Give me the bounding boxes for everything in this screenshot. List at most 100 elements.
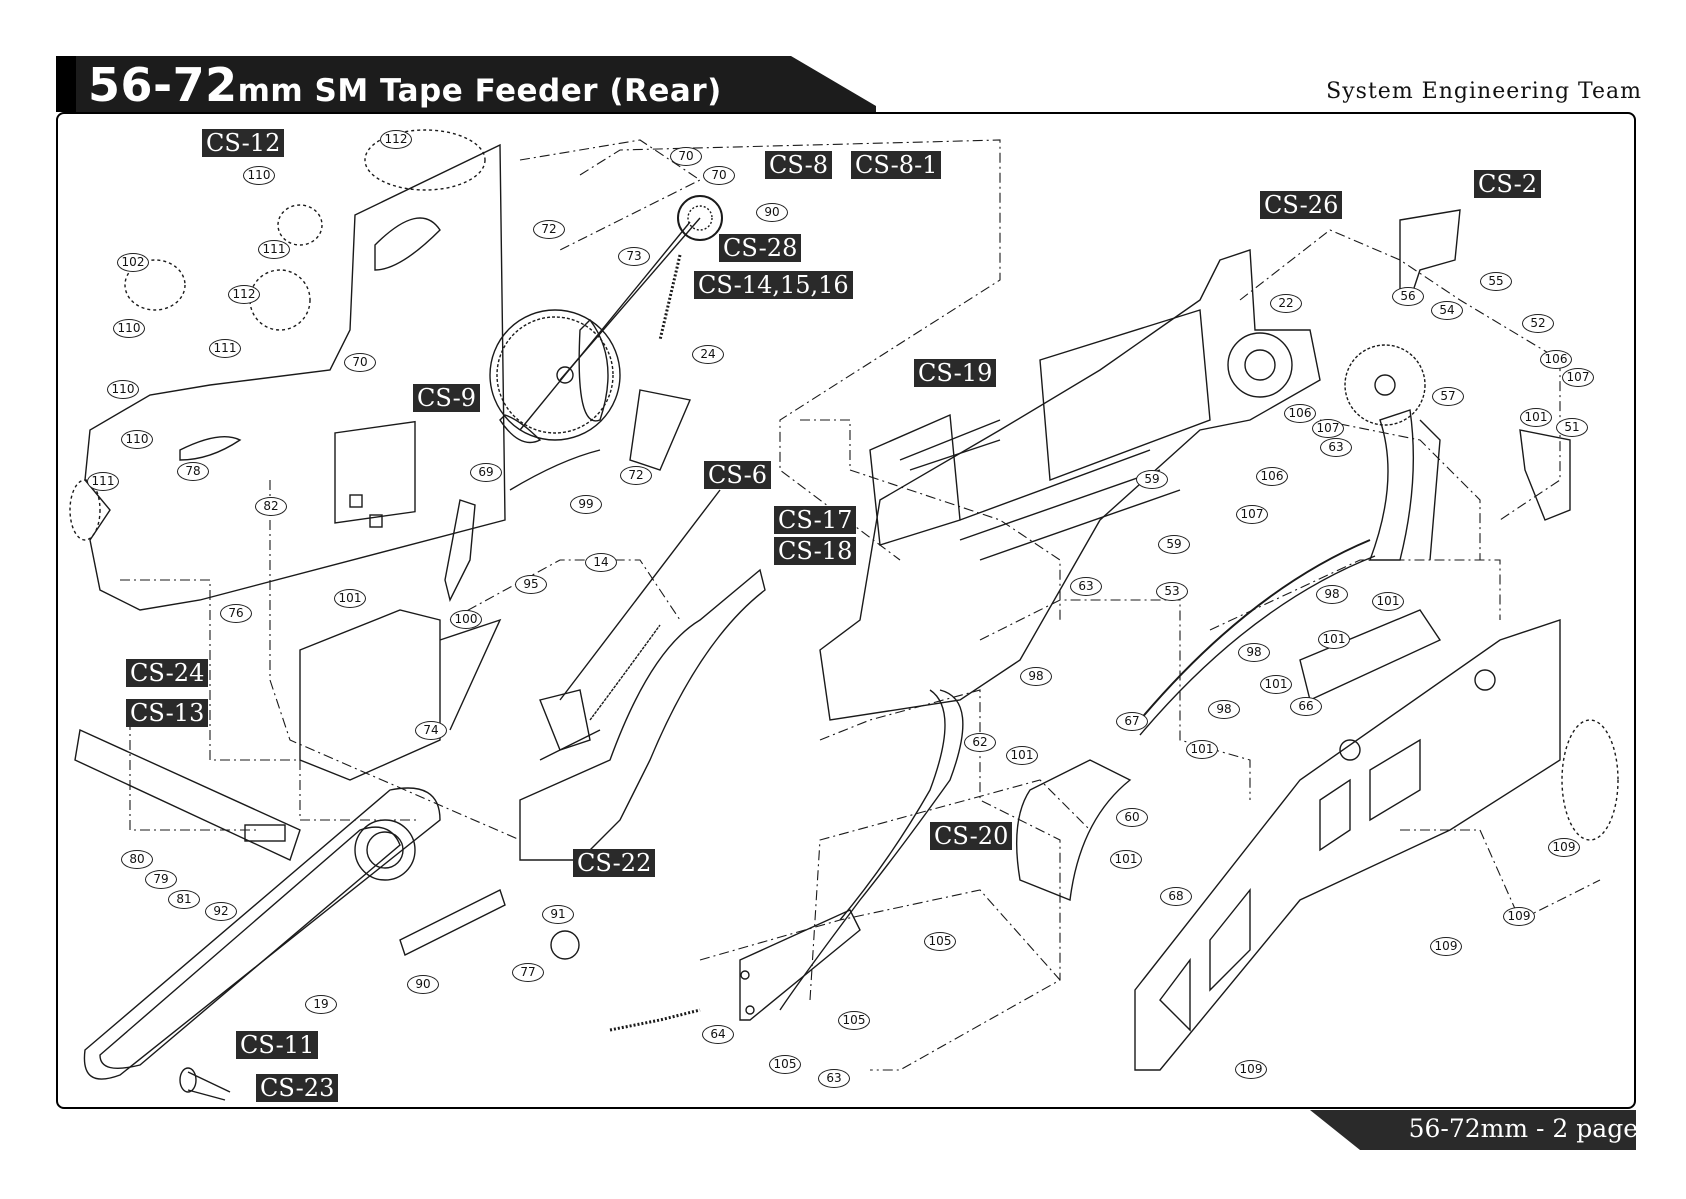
callout-cs-12: CS-12 <box>202 129 285 157</box>
part-number: 73 <box>618 247 650 266</box>
part-number: 64 <box>702 1025 734 1044</box>
part-number: 101 <box>1372 592 1404 611</box>
part-number: 109 <box>1503 907 1535 926</box>
callout-cs-17: CS-17 <box>774 506 857 534</box>
part-number: 106 <box>1256 467 1288 486</box>
part-number: 55 <box>1480 272 1512 291</box>
title-rest: mm SM Tape Feeder (Rear) <box>237 73 722 109</box>
part-number: 100 <box>450 610 482 629</box>
callout-cs-13: CS-13 <box>126 699 209 727</box>
part-number: 90 <box>756 203 788 222</box>
part-number: 79 <box>145 870 177 889</box>
callout-cs-14-15-16: CS-14,15,16 <box>694 271 853 299</box>
part-number: 98 <box>1238 643 1270 662</box>
part-number: 74 <box>415 721 447 740</box>
part-number: 101 <box>1186 740 1218 759</box>
part-number: 107 <box>1312 419 1344 438</box>
part-number: 80 <box>121 850 153 869</box>
callout-cs-22: CS-22 <box>573 849 656 877</box>
part-number: 90 <box>407 975 439 994</box>
part-number: 22 <box>1270 294 1302 313</box>
part-number: 98 <box>1020 667 1052 686</box>
part-number: 101 <box>1318 630 1350 649</box>
part-number: 52 <box>1522 314 1554 333</box>
callout-cs-20: CS-20 <box>930 822 1013 850</box>
part-number: 110 <box>121 430 153 449</box>
callout-cs-18: CS-18 <box>774 537 857 565</box>
team-name: System Engineering Team <box>1326 79 1642 104</box>
part-number: 107 <box>1236 505 1268 524</box>
part-number: 51 <box>1556 418 1588 437</box>
part-number: 77 <box>512 963 544 982</box>
part-number: 109 <box>1548 838 1580 857</box>
part-number: 110 <box>107 380 139 399</box>
part-number: 105 <box>769 1055 801 1074</box>
part-number: 68 <box>1160 887 1192 906</box>
part-number: 82 <box>255 497 287 516</box>
callout-cs-23: CS-23 <box>256 1074 339 1102</box>
part-number: 98 <box>1208 700 1240 719</box>
part-number: 112 <box>228 285 260 304</box>
part-number: 109 <box>1430 937 1462 956</box>
part-number: 101 <box>1260 675 1292 694</box>
part-number: 19 <box>305 995 337 1014</box>
part-number: 67 <box>1116 712 1148 731</box>
part-number: 110 <box>113 319 145 338</box>
part-number: 112 <box>380 130 412 149</box>
callout-cs-19: CS-19 <box>914 359 997 387</box>
callout-cs-8: CS-8 <box>765 151 833 179</box>
callout-cs-8-1: CS-8-1 <box>851 151 942 179</box>
part-number: 99 <box>570 495 602 514</box>
part-number: 54 <box>1431 301 1463 320</box>
part-number: 92 <box>205 902 237 921</box>
part-number: 110 <box>243 166 275 185</box>
part-number: 66 <box>1290 697 1322 716</box>
part-number: 14 <box>585 553 617 572</box>
part-number: 72 <box>533 220 565 239</box>
part-number: 62 <box>964 733 996 752</box>
part-number: 101 <box>1520 408 1552 427</box>
part-number: 101 <box>1006 746 1038 765</box>
part-number: 111 <box>209 339 241 358</box>
part-number: 76 <box>220 604 252 623</box>
part-number: 72 <box>620 466 652 485</box>
part-number: 53 <box>1156 582 1188 601</box>
part-number: 101 <box>334 589 366 608</box>
callout-cs-2: CS-2 <box>1474 170 1542 198</box>
part-number: 98 <box>1316 585 1348 604</box>
part-number: 102 <box>117 253 149 272</box>
part-number: 111 <box>258 240 290 259</box>
part-number: 106 <box>1284 404 1316 423</box>
part-number: 63 <box>1320 438 1352 457</box>
part-number: 105 <box>838 1011 870 1030</box>
part-number: 78 <box>177 462 209 481</box>
part-number: 70 <box>703 166 735 185</box>
part-number: 105 <box>924 932 956 951</box>
part-number: 70 <box>344 353 376 372</box>
part-number: 107 <box>1562 368 1594 387</box>
title-size: 56-72 <box>88 58 238 112</box>
callout-cs-9: CS-9 <box>413 384 481 412</box>
callout-cs-6: CS-6 <box>704 461 772 489</box>
part-number: 106 <box>1540 350 1572 369</box>
page-title: 56-72mm SM Tape Feeder (Rear) <box>88 58 722 112</box>
part-number: 56 <box>1392 287 1424 306</box>
part-number: 59 <box>1136 470 1168 489</box>
part-number: 109 <box>1235 1060 1267 1079</box>
part-number: 63 <box>818 1069 850 1088</box>
page-tag <box>1310 1110 1636 1150</box>
part-number: 24 <box>692 345 724 364</box>
part-number: 111 <box>87 472 119 491</box>
callout-cs-24: CS-24 <box>126 659 209 687</box>
part-number: 60 <box>1116 808 1148 827</box>
part-number: 57 <box>1432 387 1464 406</box>
callout-cs-28: CS-28 <box>719 234 802 262</box>
part-number: 63 <box>1070 577 1102 596</box>
part-number: 101 <box>1110 850 1142 869</box>
page-label: 56-72mm - 2 page <box>1408 1114 1638 1143</box>
title-banner <box>56 56 876 112</box>
part-number: 95 <box>515 575 547 594</box>
part-number: 69 <box>470 463 502 482</box>
part-number: 81 <box>168 890 200 909</box>
